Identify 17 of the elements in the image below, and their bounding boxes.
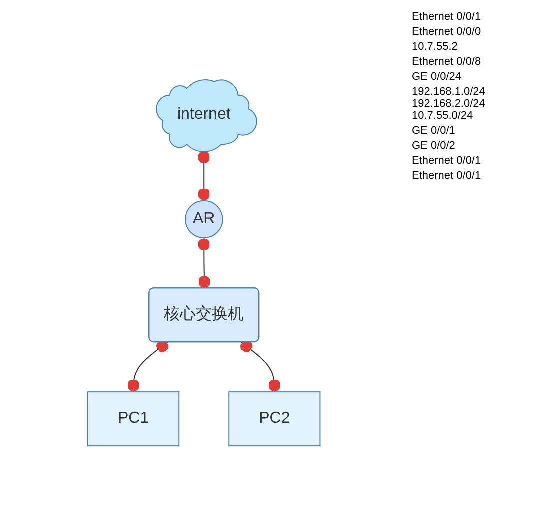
connector bbox=[127, 340, 169, 394]
port-label: 10.7.55.2 bbox=[412, 41, 459, 53]
connector bbox=[198, 238, 210, 290]
port-label: GE 0/0/24 bbox=[412, 71, 463, 83]
port-label: Ethernet 0/0/0 bbox=[412, 26, 482, 38]
port-label: Ethernet 0/0/8 bbox=[412, 56, 482, 68]
connector bbox=[198, 150, 210, 202]
connector bbox=[240, 340, 281, 394]
node-box: PC2 bbox=[228, 392, 321, 448]
port-label: GE 0/0/1 bbox=[412, 125, 456, 137]
port-label: Ethernet 0/0/1 bbox=[412, 11, 482, 23]
port-label: 192.168.1.0/24 192.168.2.0/24 10.7.55.0/24 bbox=[412, 86, 486, 122]
port-label: GE 0/0/2 bbox=[412, 140, 456, 152]
node-circle: AR bbox=[184, 200, 224, 240]
port-label: Ethernet 0/0/1 bbox=[412, 170, 482, 182]
port-label: Ethernet 0/0/1 bbox=[412, 155, 482, 167]
node-box: PC1 bbox=[87, 392, 180, 448]
